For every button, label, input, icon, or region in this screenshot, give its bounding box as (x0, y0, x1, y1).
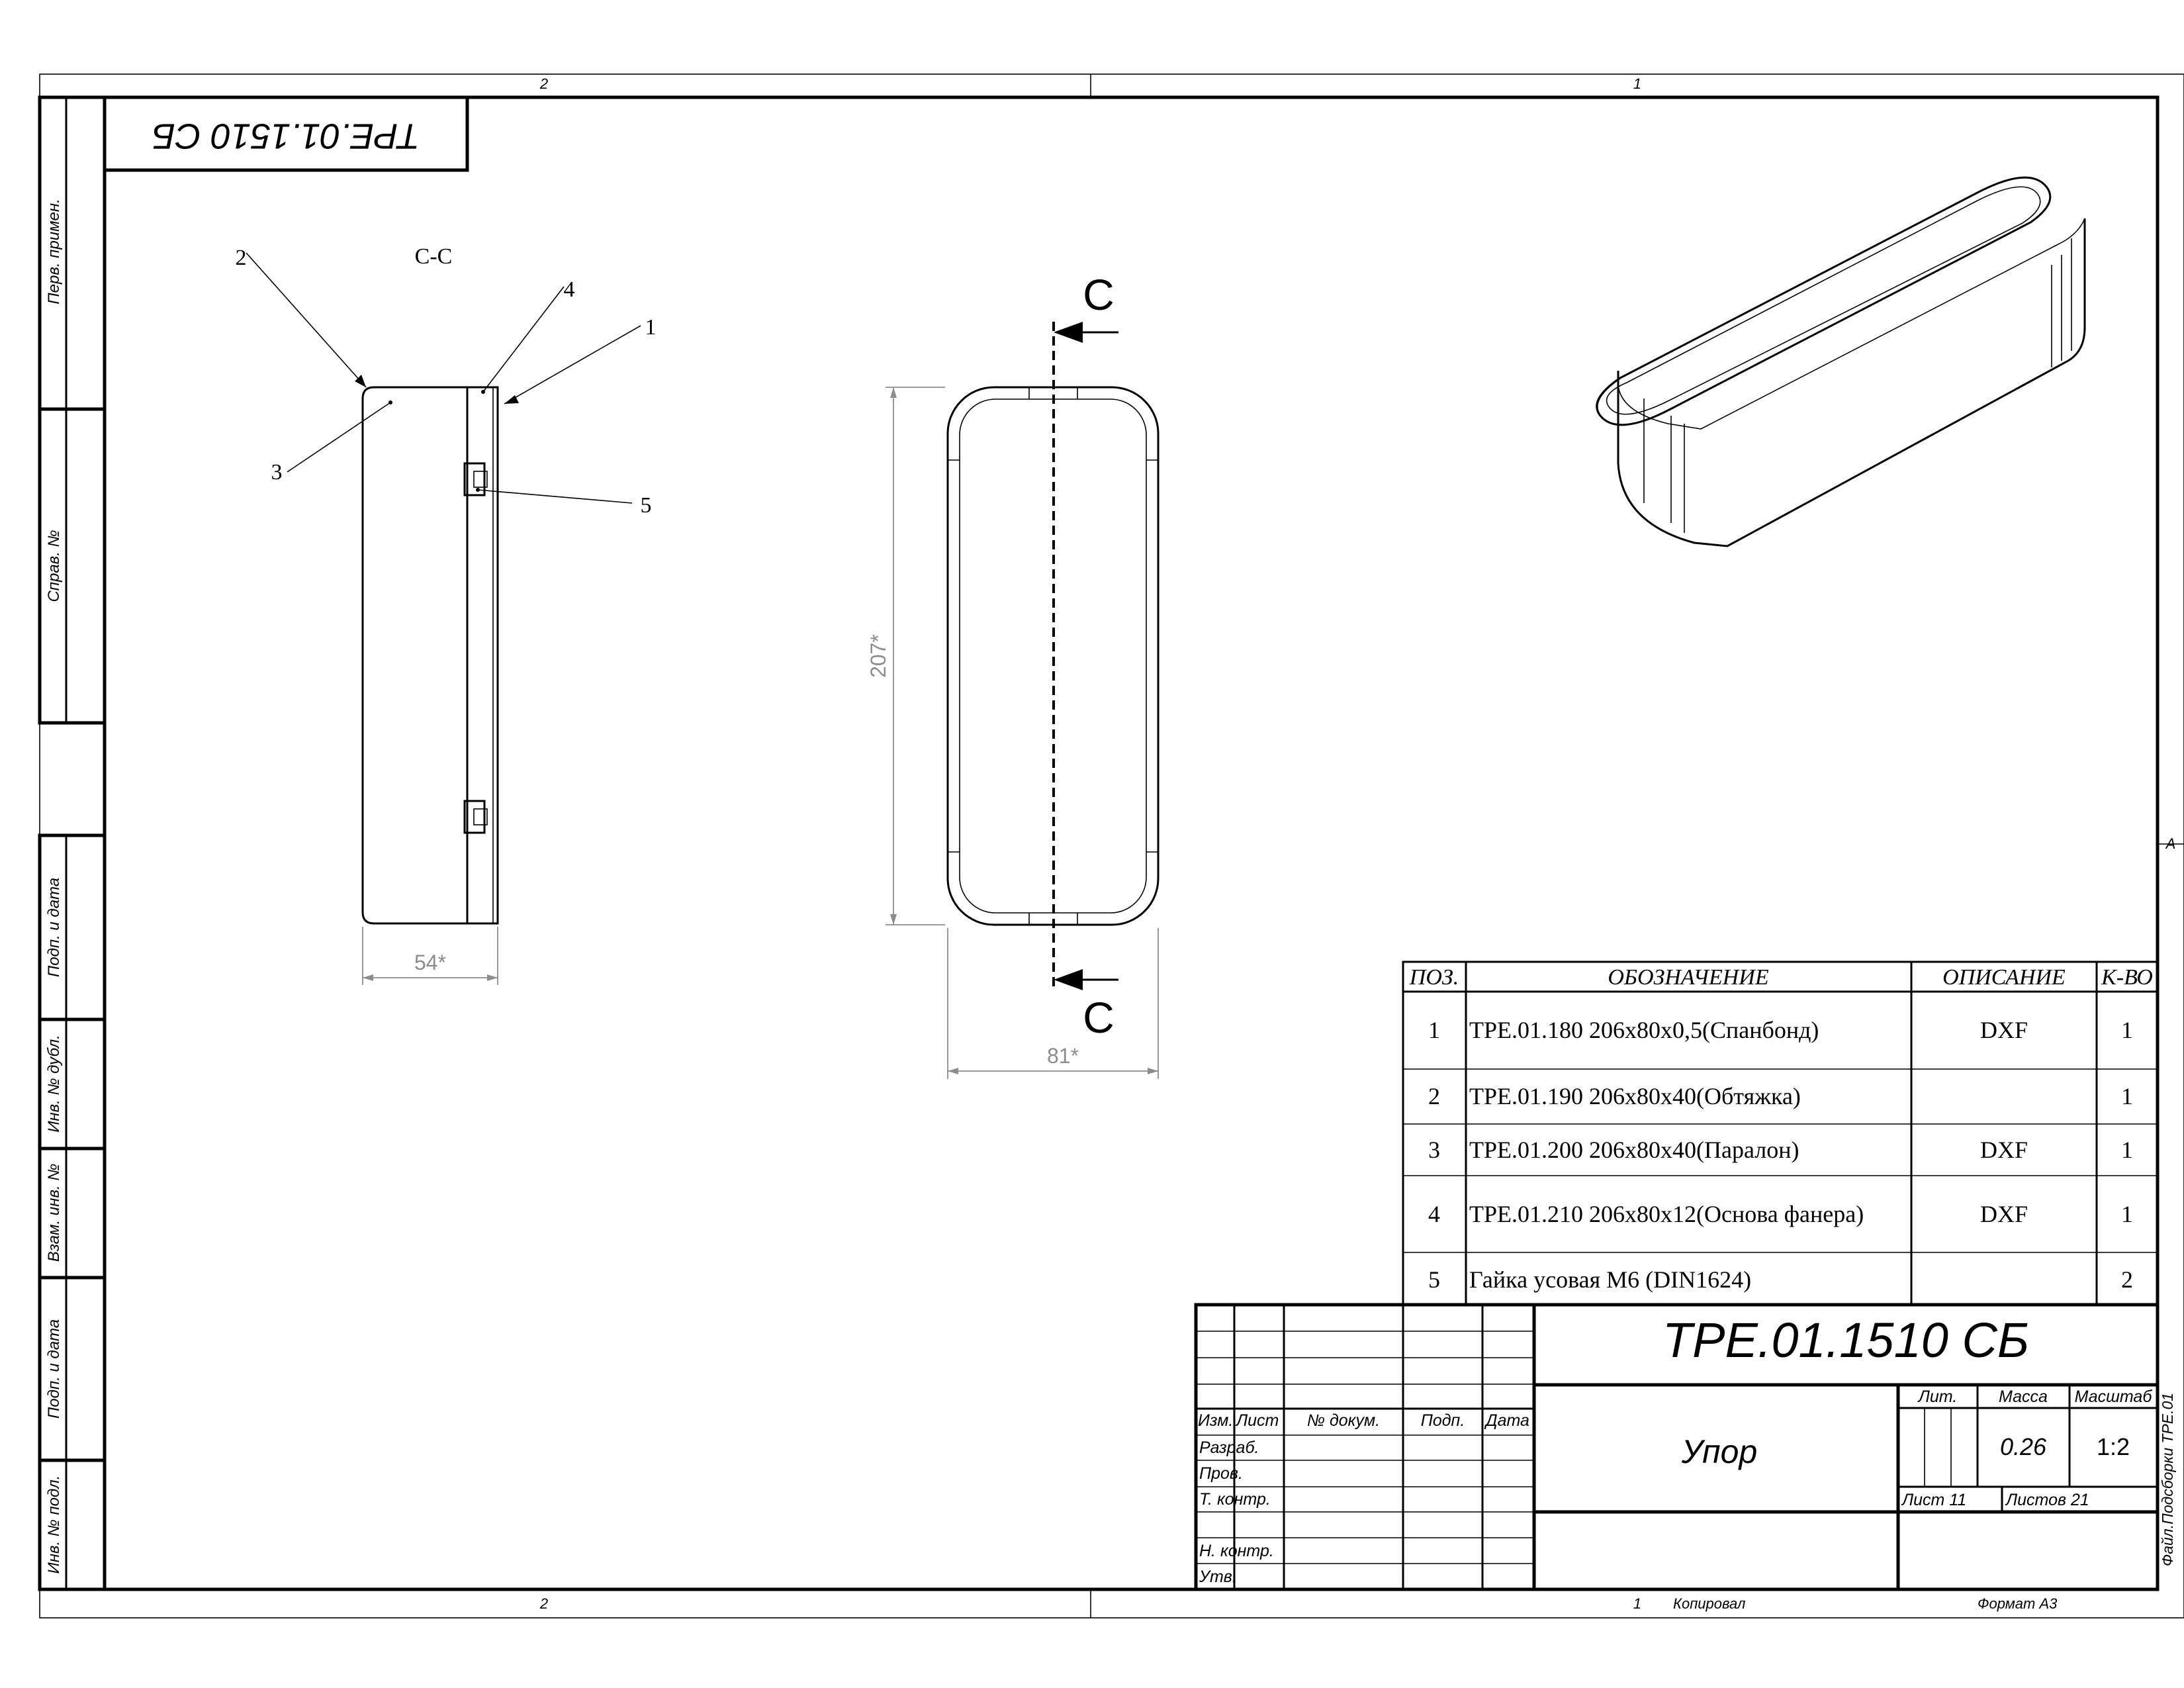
scale-label: Масштаб (2075, 1387, 2153, 1406)
bom-pos: 4 (1428, 1201, 1440, 1227)
role-tech-control: Т. контр. (1199, 1490, 1271, 1509)
bom-qty: 1 (2121, 1017, 2133, 1043)
bom-description: DXF (1980, 1137, 2028, 1163)
bom-row-2: 2 TPE.01.190 206x80x40(Обтяжка) 1 (1428, 1083, 2133, 1109)
col-date: Дата (1484, 1411, 1529, 1430)
sheet-count: Листов 21 (2005, 1491, 2089, 1509)
isometric-view (1596, 176, 2086, 547)
role-checker: Пров. (1199, 1464, 1243, 1483)
dim-height: 207* (866, 634, 890, 678)
bom-designation: TPE.01.210 206x80x12(Основа фанера) (1469, 1201, 1864, 1227)
bom-description: DXF (1980, 1201, 2028, 1227)
bom-designation: TPE.01.190 206x80x40(Обтяжка) (1469, 1083, 1801, 1109)
role-approved: Утв. (1199, 1568, 1237, 1586)
bom-header-designation: ОБОЗНАЧЕНИЕ (1608, 965, 1768, 990)
bom-header-qty: К-ВО (2101, 965, 2153, 990)
bom-pos: 5 (1428, 1266, 1440, 1293)
mass-value: 0.26 (2000, 1433, 2047, 1460)
copied-by-label: Копировал (1673, 1595, 1745, 1612)
bom-header-pos: ПОЗ. (1409, 965, 1459, 990)
zone-right-a: A (2165, 835, 2176, 852)
col-change: Изм. (1198, 1411, 1233, 1430)
bom-table: ПОЗ. ОБОЗНАЧЕНИЕ ОПИСАНИЕ К-ВО 1 TPE.01.… (1402, 961, 2159, 1306)
bom-designation: TPE.01.180 206x80x0,5(Спанбонд) (1469, 1017, 1819, 1043)
bom-row-1: 1 TPE.01.180 206x80x0,5(Спанбонд) DXF 1 (1428, 1017, 2133, 1043)
bom-pos: 3 (1428, 1137, 1440, 1163)
section-view: C-C 2 4 1 3 5 54* (236, 244, 657, 985)
rotated-designation-box: TPE.01.1510 СБ (103, 95, 469, 172)
section-mark-bottom: C (1083, 993, 1115, 1042)
format-label: Формат A3 (1978, 1595, 2058, 1612)
strip-orig-inv-no: Инв. № подл. (45, 1476, 63, 1574)
strip-replace-inv-no: Взам. инв. № (45, 1164, 63, 1262)
section-mark-top: C (1083, 270, 1115, 319)
bom-row-4: 4 TPE.01.210 206x80x12(Основа фанера) DX… (1428, 1201, 2133, 1227)
mass-label: Масса (1999, 1387, 2048, 1406)
bom-designation: TPE.01.200 206x80x40(Паралон) (1469, 1137, 1799, 1163)
bom-qty: 2 (2121, 1266, 2133, 1293)
side-strip: Перв. примен. Справ. № Подп. и дата Инв.… (38, 95, 107, 1591)
bom-designation: Гайка усовая M6 (DIN1624) (1469, 1266, 1751, 1293)
strip-reference-no: Справ. № (45, 530, 63, 602)
lit-label: Лит. (1917, 1387, 1958, 1406)
scale-value: 1:2 (2097, 1433, 2130, 1460)
zone-bottom-1: 1 (1633, 1595, 1641, 1612)
strip-sign-date-1: Подп. и дата (45, 878, 63, 977)
front-view: C C 207* 81* (866, 270, 1160, 1079)
col-sign: Подп. (1421, 1411, 1465, 1430)
part-name: Упор (1681, 1433, 1758, 1470)
bom-qty: 1 (2121, 1137, 2133, 1163)
dim-width: 54* (414, 951, 446, 974)
col-doc-no: № докум. (1307, 1411, 1380, 1430)
bom-header-description: ОПИСАНИЕ (1942, 965, 2066, 990)
section-title: C-C (415, 244, 453, 269)
strip-dup-inv-no: Инв. № дубл. (45, 1035, 63, 1133)
col-sheet: Лист (1235, 1411, 1279, 1430)
balloon-1: 1 (645, 315, 657, 340)
balloon-2: 2 (236, 246, 247, 270)
bom-pos: 2 (1428, 1083, 1440, 1109)
dim-length: 81* (1047, 1044, 1079, 1068)
zone-top-2: 2 (539, 75, 548, 92)
role-developer: Разраб. (1199, 1438, 1259, 1457)
title-block: TPE.01.1510 СБ Упор Лит. Масса Масштаб 0… (1194, 1303, 2160, 1591)
role-norm-control: Н. контр. (1199, 1542, 1274, 1560)
rotated-designation: TPE.01.1510 СБ (152, 117, 420, 156)
balloon-4: 4 (564, 277, 575, 302)
title-designation: TPE.01.1510 СБ (1662, 1313, 2029, 1368)
balloon-3: 3 (271, 460, 283, 485)
strip-sign-date-2: Подп. и дата (45, 1319, 63, 1419)
bom-row-5: 5 Гайка усовая M6 (DIN1624) 2 (1428, 1266, 2133, 1293)
strip-first-use: Перв. примен. (45, 199, 63, 305)
zone-top-1: 1 (1633, 75, 1641, 92)
bom-qty: 1 (2121, 1083, 2133, 1109)
zone-bottom-2: 2 (539, 1595, 548, 1612)
zone-markers: 2 1 2 1 A Копировал Формат A3 (539, 75, 2175, 1612)
bom-description: DXF (1980, 1017, 2028, 1043)
bom-pos: 1 (1428, 1017, 1440, 1043)
file-label: Файл.Подсборки TPE.01 (2159, 1393, 2176, 1566)
bom-row-3: 3 TPE.01.200 206x80x40(Паралон) DXF 1 (1428, 1137, 2133, 1163)
bom-qty: 1 (2121, 1201, 2133, 1227)
sheet-number: Лист 11 (1901, 1491, 1966, 1509)
balloon-5: 5 (641, 493, 652, 518)
